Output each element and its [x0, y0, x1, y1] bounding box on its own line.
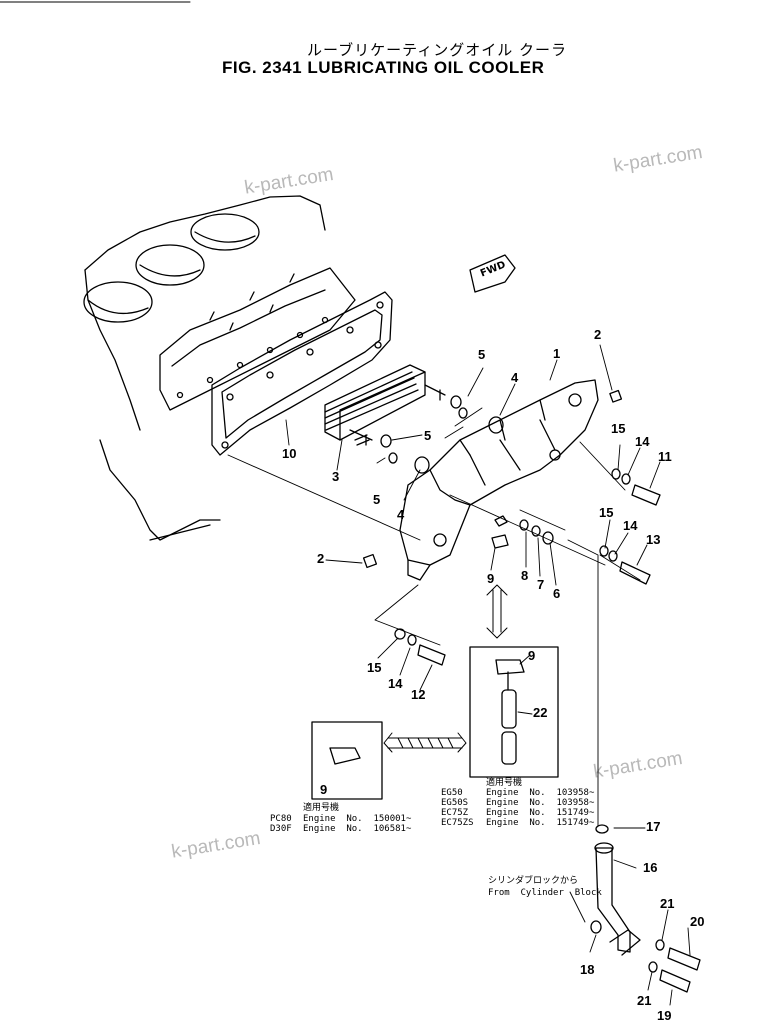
- part-number-label: 13: [646, 532, 661, 547]
- part-number-label: 17: [646, 819, 661, 834]
- serial-row-engine: Engine No. 103958~: [486, 788, 595, 798]
- part-number-label: 6: [553, 586, 561, 601]
- gasket-10: [211, 291, 393, 456]
- part-number-label: 21: [637, 993, 652, 1008]
- part-number-label: 5: [478, 347, 486, 362]
- part-number-label: 21: [660, 896, 675, 911]
- part-number-label: 10: [282, 446, 297, 461]
- part-number-label: 19: [657, 1008, 672, 1023]
- serial-row-model: EC75Z: [441, 808, 469, 818]
- serial-row-engine: Engine No. 103958~: [486, 798, 595, 808]
- part-number-label: 18: [580, 962, 595, 977]
- part-number-label: 20: [690, 914, 705, 929]
- serial-row-engine: Engine No. 151749~: [486, 818, 595, 828]
- serial-box-1-header: 適用号機: [303, 803, 340, 813]
- part-number-label: 12: [411, 687, 426, 702]
- part-number-label: 9: [487, 571, 495, 586]
- part-number-label: 15: [599, 505, 614, 520]
- from-cylinder-block-en: From Cylinder Block: [488, 888, 602, 898]
- serial-row-model: D30F: [270, 824, 292, 834]
- part-number-label: 7: [537, 577, 545, 592]
- oil-cooler-element-3: [324, 364, 446, 446]
- part-number-label: 3: [332, 469, 340, 484]
- part-number-label: 22: [533, 705, 548, 720]
- oil-pipe-16: [594, 842, 641, 956]
- part-number-label: 1: [553, 346, 561, 361]
- serial-row-engine: Engine No. 150001~: [303, 814, 412, 824]
- cooler-cover-1: [399, 379, 599, 581]
- part-number-label: 5: [424, 428, 432, 443]
- part-number-label: 4: [511, 370, 519, 385]
- part-number-label: 8: [521, 568, 529, 583]
- part-number-label: 16: [643, 860, 658, 875]
- part-number-label: 2: [594, 327, 602, 342]
- small-parts: [329, 389, 701, 993]
- serial-row-model: EG50: [441, 788, 463, 798]
- fwd-arrow: [469, 254, 516, 293]
- title-japanese: ルーブリケーティングオイル クーラ: [307, 41, 567, 59]
- part-number-label: 15: [367, 660, 382, 675]
- serial-row-engine: Engine No. 106581~: [303, 824, 412, 834]
- part-number-label: 9: [320, 782, 328, 797]
- double-arrows: [383, 584, 508, 753]
- part-number-label: 14: [623, 518, 638, 533]
- part-number-label: 15: [611, 421, 626, 436]
- part-number-label: 5: [373, 492, 381, 507]
- part-number-label: 2: [317, 551, 325, 566]
- engine-block: [83, 195, 356, 541]
- serial-row-model: EC75ZS: [441, 818, 474, 828]
- serial-row-engine: Engine No. 151749~: [486, 808, 595, 818]
- part-number-label: 9: [528, 648, 536, 663]
- part-number-label: 14: [635, 434, 650, 449]
- serial-row-model: EG50S: [441, 798, 469, 808]
- part-number-label: 4: [397, 507, 405, 522]
- serial-box-2-header: 適用号機: [486, 778, 523, 788]
- serial-row-model: PC80: [270, 814, 292, 824]
- part-number-label: 14: [388, 676, 403, 691]
- serial-box-frames: [311, 646, 559, 800]
- figure-title: FIG. 2341 LUBRICATING OIL COOLER: [222, 58, 545, 77]
- from-cylinder-block-jp: シリンダブロックから: [488, 876, 579, 886]
- part-number-label: 11: [658, 449, 672, 464]
